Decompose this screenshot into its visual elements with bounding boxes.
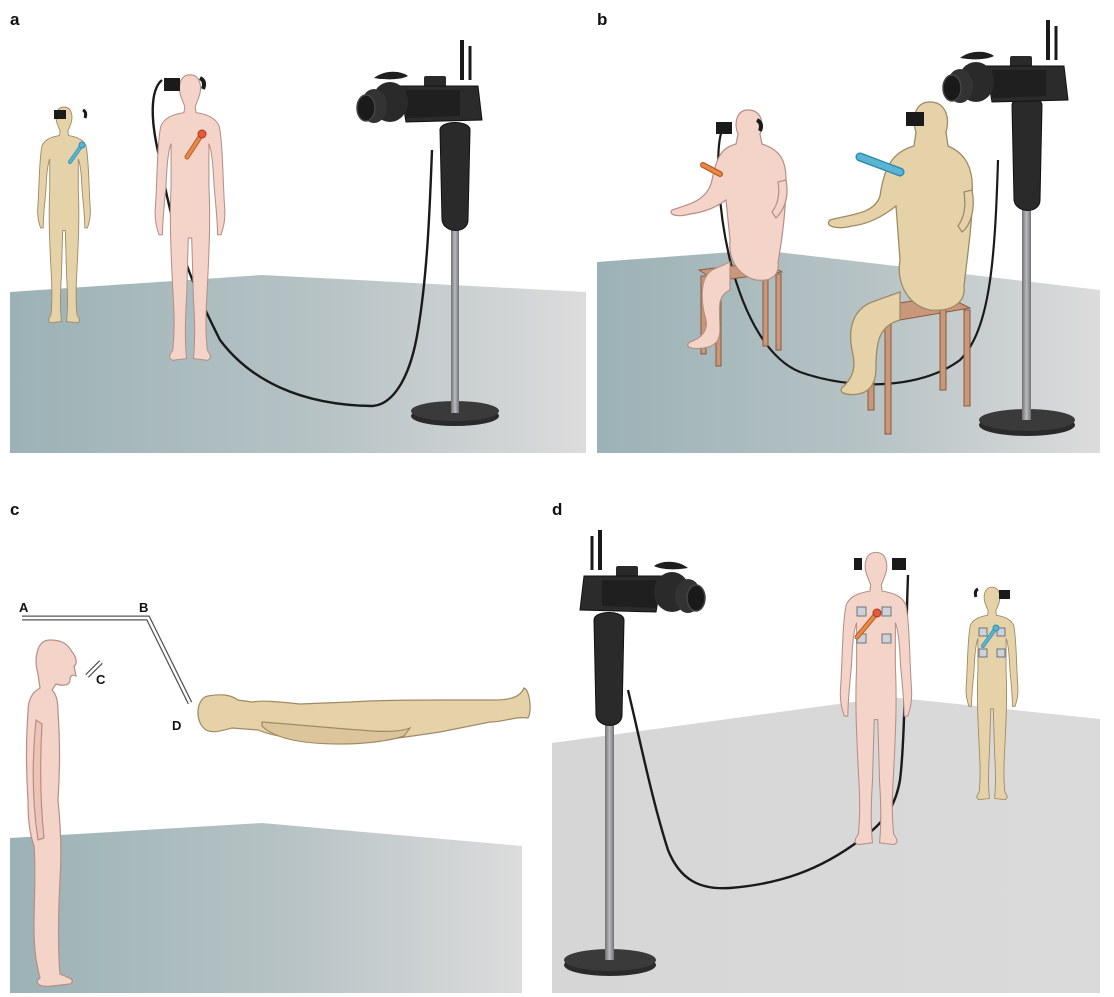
head-mounted-display-icon — [906, 112, 924, 126]
floor-d — [552, 697, 1100, 993]
video-camera-icon — [580, 530, 705, 613]
head-mounted-display-icon — [54, 110, 66, 119]
person-tan-c — [198, 688, 530, 744]
point-label-c: C — [96, 672, 106, 687]
head-mounted-display-icon — [716, 122, 732, 134]
panel-c: A B C D — [10, 600, 530, 993]
panel-d — [552, 530, 1100, 993]
floor-a — [10, 275, 586, 453]
point-label-a: A — [19, 600, 29, 615]
video-camera-icon — [943, 20, 1068, 103]
panel-b — [597, 20, 1100, 453]
head-mounted-display-icon — [999, 590, 1010, 599]
head-mounted-display-icon — [854, 558, 862, 570]
floor-c — [10, 823, 522, 993]
point-label-d: D — [172, 718, 181, 733]
point-label-b: B — [139, 600, 148, 615]
video-camera-icon — [357, 40, 482, 123]
head-mounted-display-icon — [164, 78, 180, 91]
panel-a — [10, 40, 586, 453]
